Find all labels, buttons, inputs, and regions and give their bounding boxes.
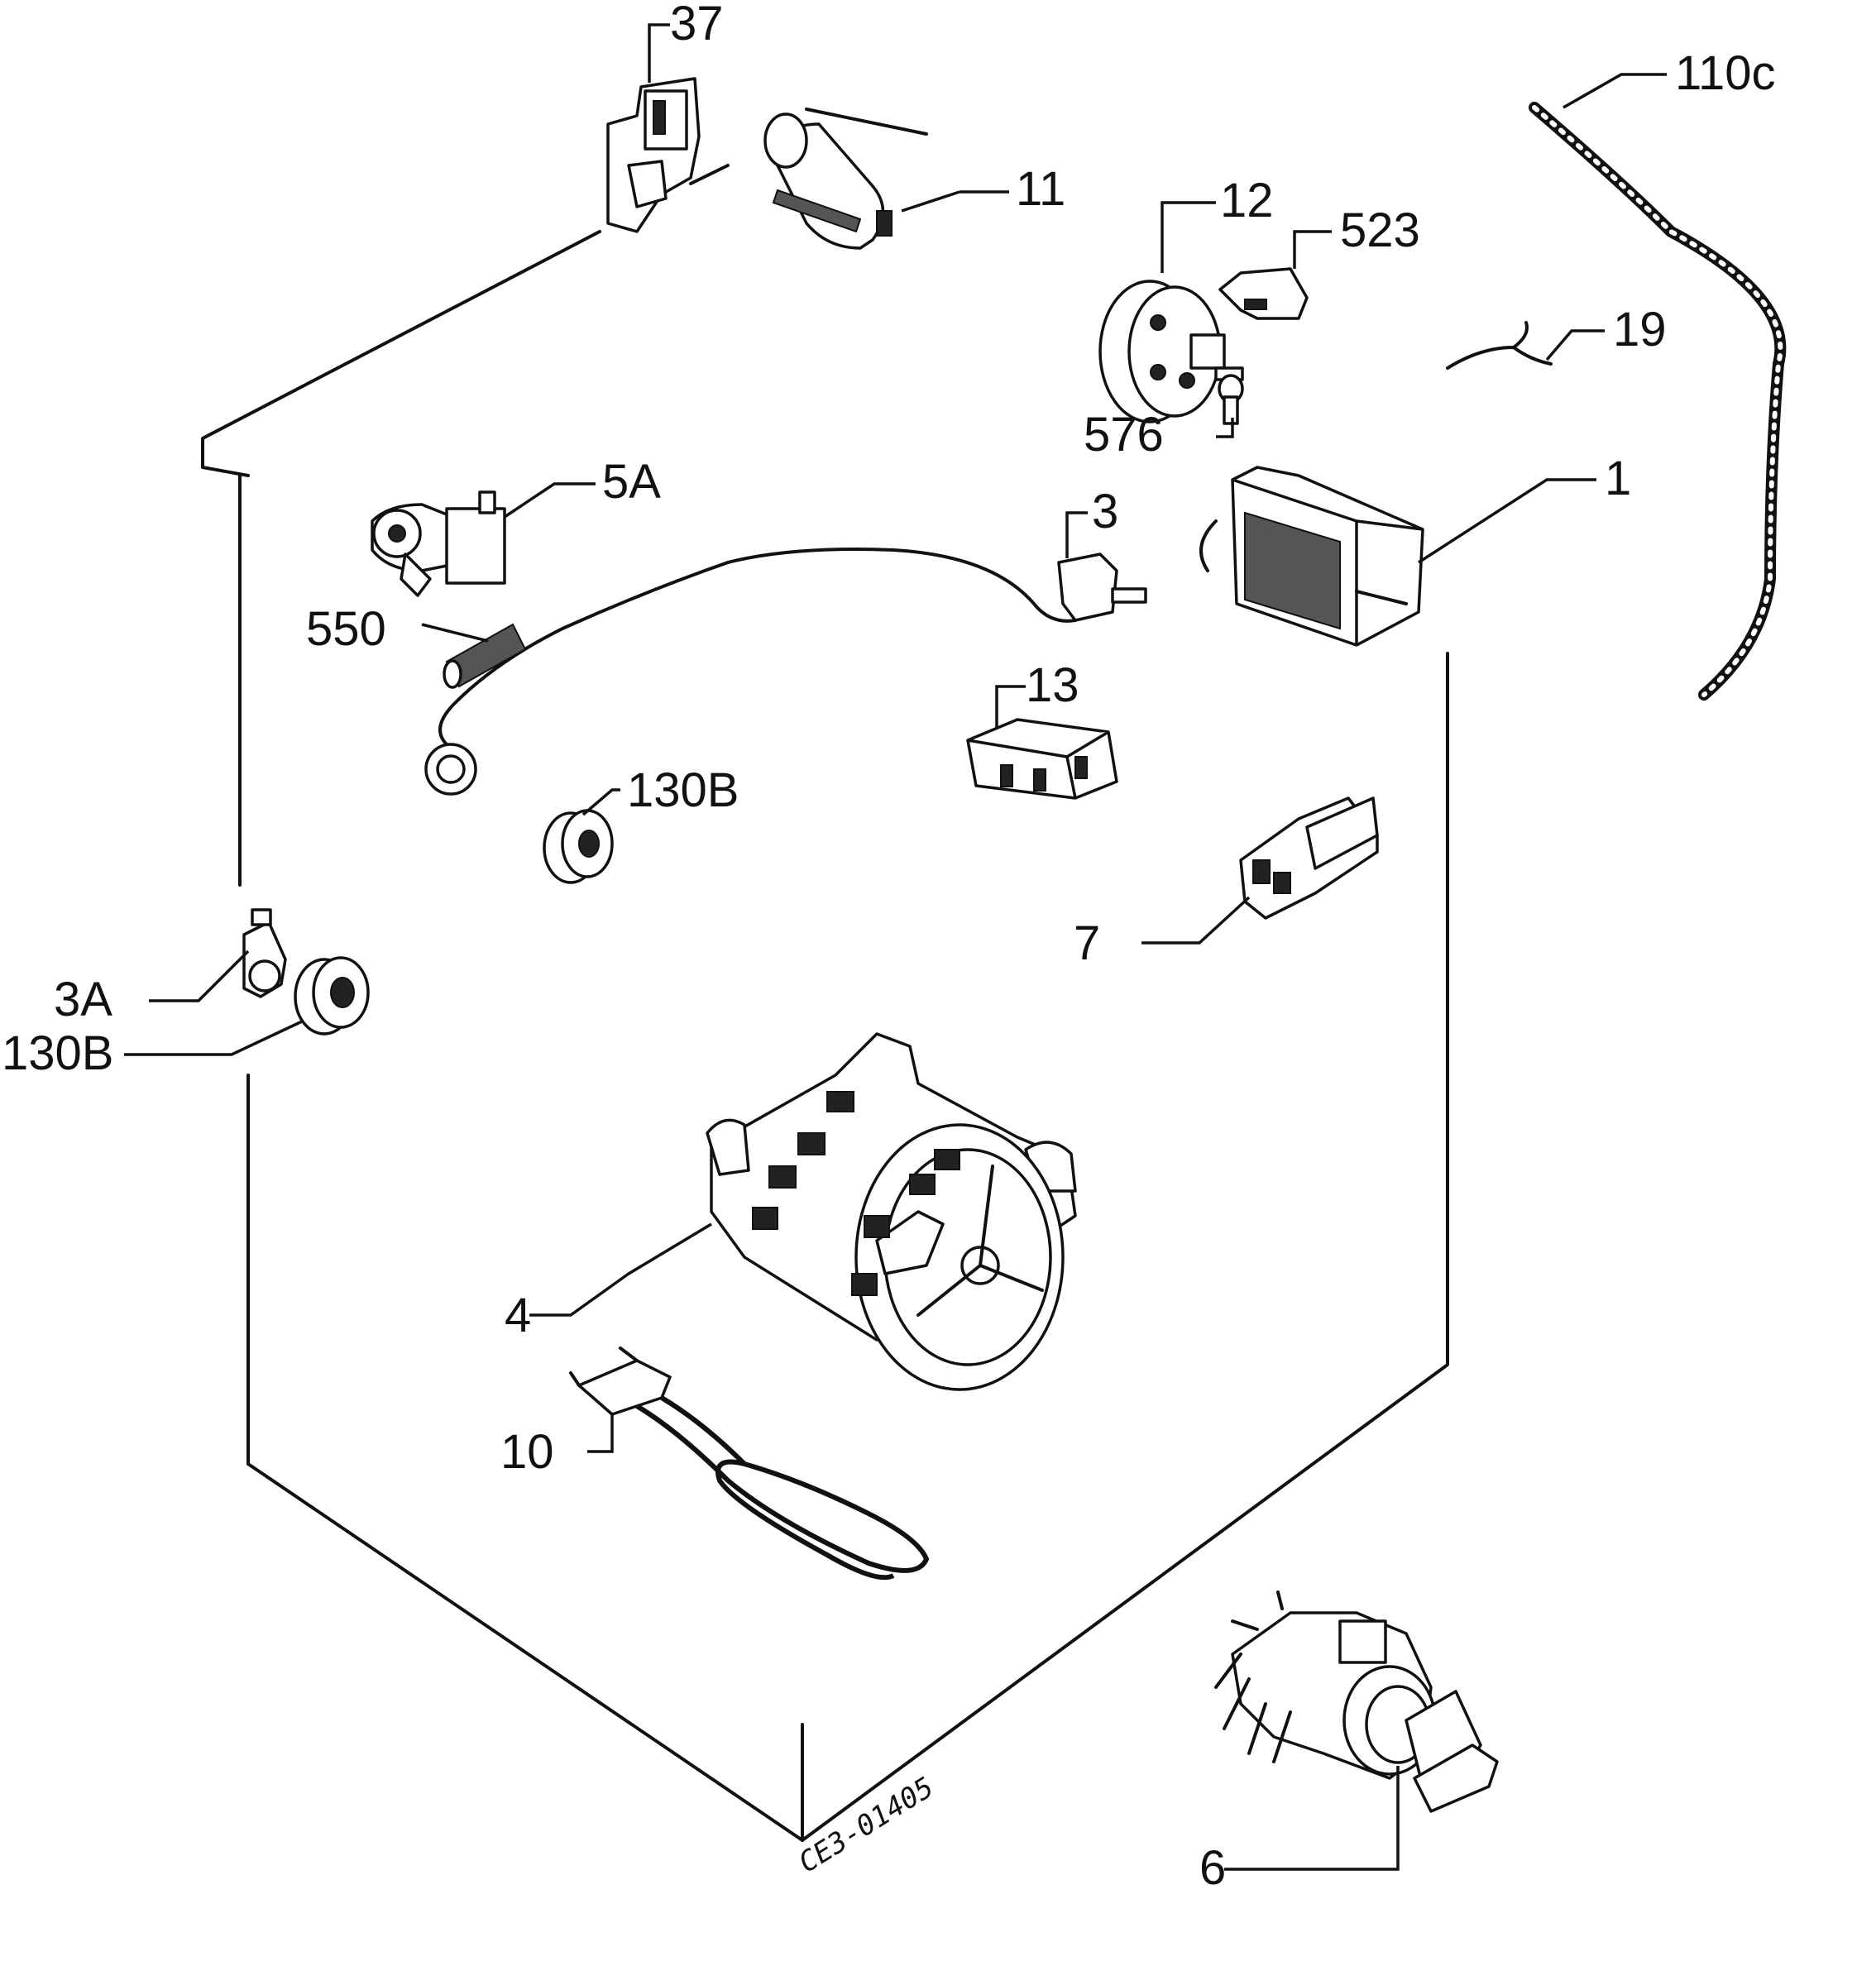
part-13-switch-block[interactable]: 13 (966, 658, 1118, 800)
part-576-screw[interactable]: 576 (1084, 374, 1244, 462)
label-6: 6 (1199, 1841, 1226, 1895)
part-37-door-interlock[interactable]: 37 (606, 0, 724, 233)
part-130b-grommet-left[interactable]: 130B (2, 956, 370, 1080)
part-550-filter[interactable]: 550 (306, 602, 527, 689)
label-5a: 5A (602, 455, 661, 509)
label-13: 13 (1026, 658, 1079, 712)
part-10-heating-element[interactable]: 10 (500, 1346, 930, 1581)
part-523-clip[interactable]: 523 (1218, 203, 1420, 320)
label-37: 37 (670, 0, 724, 50)
label-130b-left: 130B (2, 1026, 113, 1080)
drawing-code: CE3-01405 (793, 1771, 940, 1880)
label-4: 4 (505, 1289, 531, 1342)
part-1-programme-timer[interactable]: 1 (1199, 452, 1631, 647)
part-19-wire-clip[interactable]: 19 (1446, 303, 1667, 370)
part-3-thermostat[interactable]: 3 (424, 485, 1147, 796)
label-11: 11 (1016, 162, 1065, 216)
label-576: 576 (1084, 408, 1164, 462)
label-3: 3 (1092, 485, 1118, 538)
label-1: 1 (1605, 452, 1631, 505)
part-11-capacitor[interactable]: 11 (763, 112, 1065, 250)
label-10: 10 (500, 1425, 554, 1479)
cabinet-outline (201, 108, 1449, 1842)
part-5a-solenoid-valve[interactable]: 5A (371, 455, 661, 597)
part-4-motor[interactable]: 4 (505, 1032, 1077, 1391)
part-3a-thermostat[interactable]: 3A (54, 908, 287, 1026)
label-19: 19 (1613, 303, 1667, 356)
label-130b-top: 130B (627, 763, 739, 817)
label-523: 523 (1340, 203, 1420, 257)
part-6-drain-pump[interactable]: 6 (1199, 1590, 1499, 1895)
label-550: 550 (306, 602, 386, 656)
part-12-pressure-switch[interactable]: 12 (1098, 174, 1274, 423)
label-7: 7 (1074, 916, 1100, 970)
label-12: 12 (1220, 174, 1274, 227)
part-130b-grommet-top[interactable]: 130B (543, 763, 739, 884)
part-110c-hose[interactable]: 110c (1529, 46, 1787, 701)
label-110c: 110c (1675, 46, 1775, 100)
part-7-door-switch[interactable]: 7 (1074, 796, 1379, 970)
label-3a: 3A (54, 973, 112, 1026)
